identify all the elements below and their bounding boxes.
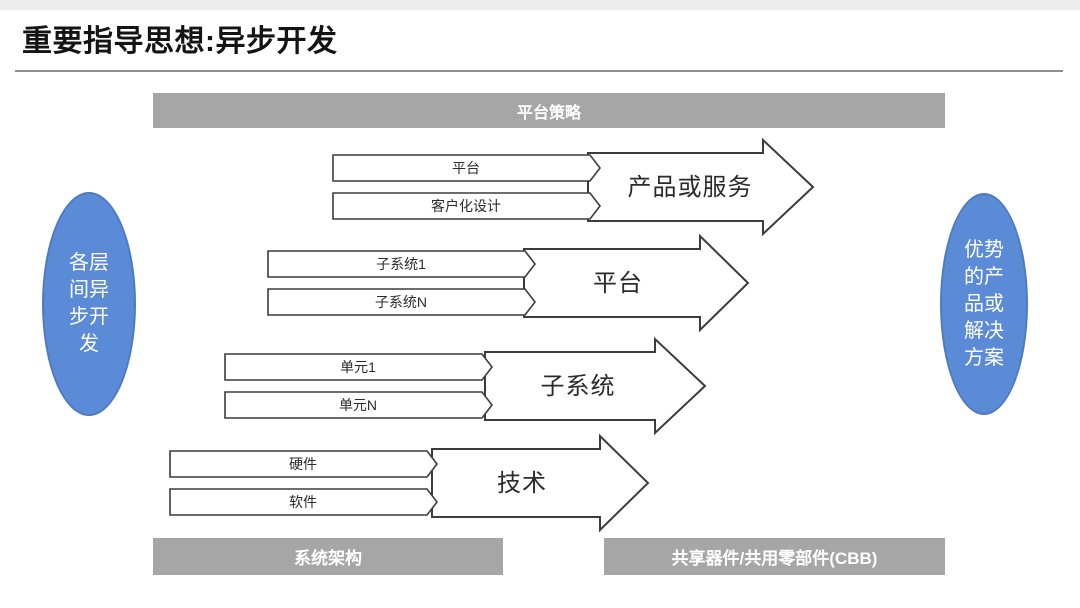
arrow-row-technology: 硬件 软件 技术 bbox=[169, 433, 650, 533]
big-arrow-product-or-service bbox=[587, 137, 815, 237]
sub-arrow-unit-n bbox=[224, 391, 494, 419]
big-arrow-subsystem bbox=[484, 336, 707, 436]
cbb-shared-components-bar-label: 共享器件/共用零部件(CBB) bbox=[671, 549, 878, 568]
sub-arrow-subsystem-n bbox=[267, 288, 537, 316]
arrow-row-platform: 子系统1 子系统N 平台 bbox=[267, 233, 750, 333]
title-divider bbox=[15, 70, 1063, 72]
arrow-row-product-or-service: 平台 客户化设计 产品或服务 bbox=[332, 137, 815, 237]
top-edge-strip bbox=[0, 0, 1080, 10]
left-ellipse-async-development: 各层 间异 步开 发 bbox=[42, 192, 136, 416]
sub-arrow-unit-1 bbox=[224, 353, 494, 381]
big-arrow-technology bbox=[431, 433, 650, 533]
sub-arrow-platform bbox=[332, 154, 602, 182]
sub-arrow-label: 客户化设计 bbox=[431, 198, 501, 214]
platform-strategy-bar: 平台策略 bbox=[153, 93, 945, 128]
arrow-row-subsystem: 单元1 单元N 子系统 bbox=[224, 336, 707, 436]
right-ellipse-text: 优势 的产 品或 解决 方案 bbox=[964, 237, 1004, 372]
left-ellipse-line: 各层 bbox=[69, 252, 109, 274]
left-ellipse-line: 发 bbox=[79, 333, 99, 355]
sub-arrow-customized-design bbox=[332, 192, 602, 220]
sub-arrow-label: 软件 bbox=[289, 494, 317, 510]
sub-arrow-label: 子系统1 bbox=[376, 256, 426, 272]
platform-strategy-bar-label: 平台策略 bbox=[516, 104, 581, 122]
big-arrow-label: 技术 bbox=[497, 470, 547, 497]
cbb-shared-components-bar: 共享器件/共用零部件(CBB) bbox=[604, 538, 945, 575]
sub-arrow-label: 平台 bbox=[452, 160, 480, 176]
sub-arrow-hardware bbox=[169, 450, 439, 478]
sub-arrow-label: 硬件 bbox=[289, 456, 317, 472]
big-arrow-platform bbox=[523, 233, 750, 333]
right-ellipse-line: 优势 bbox=[964, 238, 1004, 261]
page-title: 重要指导思想:异步开发 bbox=[22, 25, 338, 58]
sub-arrow-label: 子系统N bbox=[375, 294, 427, 310]
left-ellipse-line: 步开 bbox=[69, 306, 109, 328]
right-ellipse-advantage-solution: 优势 的产 品或 解决 方案 bbox=[940, 193, 1028, 415]
big-arrow-label: 产品或服务 bbox=[628, 174, 753, 201]
right-ellipse-line: 品或 bbox=[964, 292, 1004, 315]
left-ellipse-text: 各层 间异 步开 发 bbox=[69, 250, 109, 358]
sub-arrow-software bbox=[169, 488, 439, 516]
sub-arrow-subsystem-1 bbox=[267, 250, 537, 278]
right-ellipse-line: 方案 bbox=[964, 346, 1004, 369]
system-architecture-bar-label: 系统架构 bbox=[294, 549, 362, 568]
right-ellipse-line: 解决 bbox=[964, 319, 1004, 342]
left-ellipse-line: 间异 bbox=[69, 279, 109, 301]
sub-arrow-label: 单元N bbox=[339, 397, 377, 413]
big-arrow-label: 子系统 bbox=[541, 373, 616, 400]
big-arrow-label: 平台 bbox=[593, 270, 643, 297]
sub-arrow-label: 单元1 bbox=[340, 359, 376, 375]
right-ellipse-line: 的产 bbox=[964, 265, 1004, 288]
system-architecture-bar: 系统架构 bbox=[153, 538, 503, 575]
